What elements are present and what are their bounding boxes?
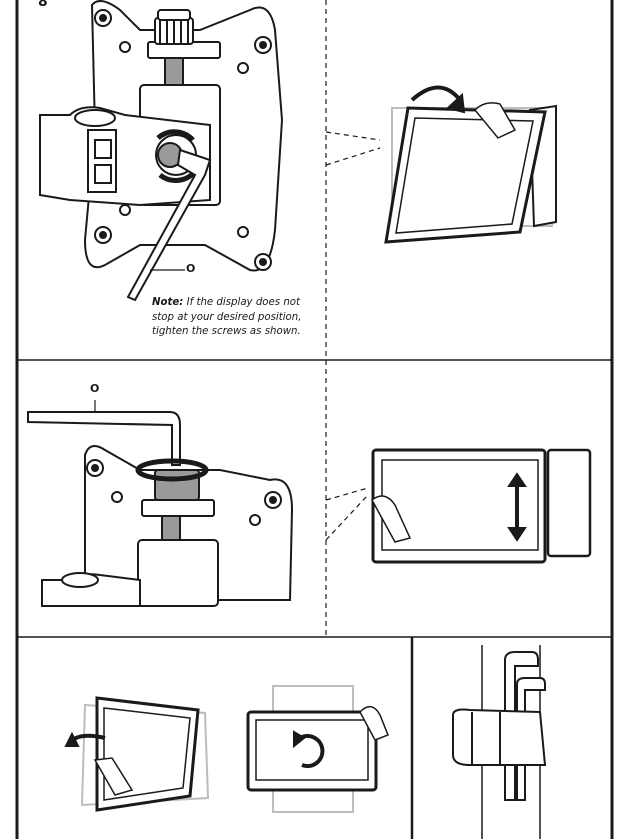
callout-letter-top: O	[186, 262, 195, 275]
note-label: Note:	[152, 297, 183, 308]
tilt-monitor-illustration	[326, 88, 556, 243]
callout-letter-middle: O	[90, 382, 99, 395]
clip-storage-illustration	[453, 645, 545, 839]
step-number: 8	[38, 0, 48, 10]
bracket-middle-illustration	[28, 400, 292, 606]
rotate-monitor-illustration	[66, 686, 388, 812]
slide-monitor-illustration	[326, 450, 590, 562]
tighten-screws-note: Note: If the display does not stop at yo…	[152, 296, 324, 340]
bracket-top-illustration	[40, 1, 282, 300]
